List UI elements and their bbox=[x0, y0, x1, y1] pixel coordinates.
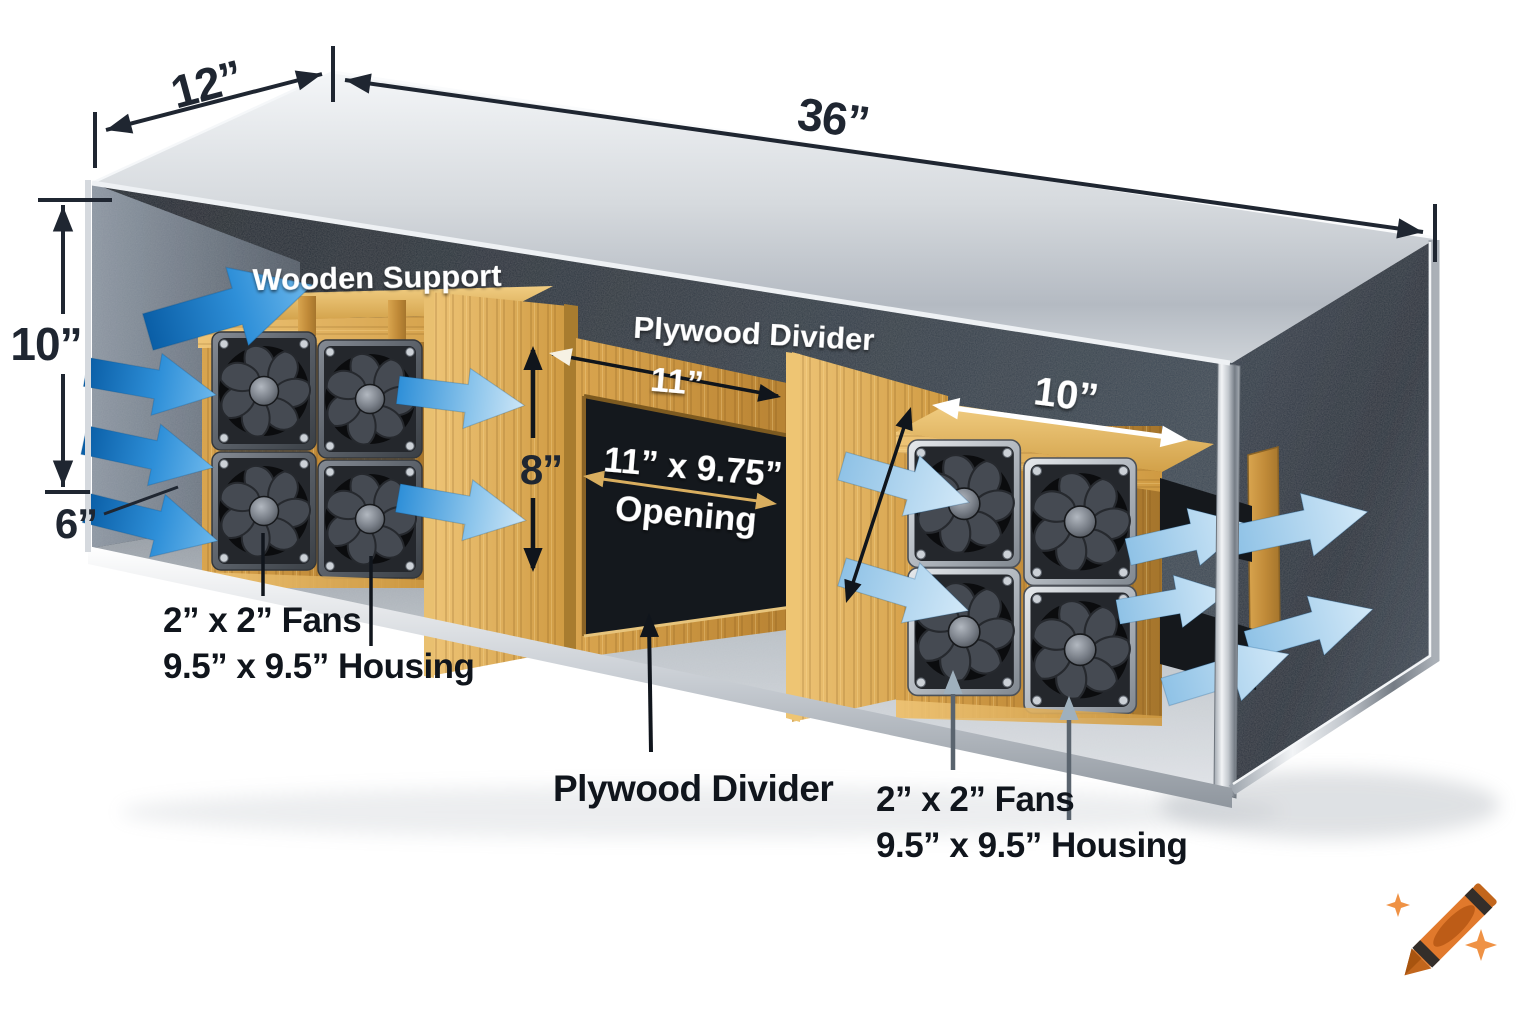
right-housing-label: 9.5” x 9.5” Housing bbox=[876, 826, 1187, 865]
crayon-logo bbox=[1386, 883, 1497, 976]
dim-height bbox=[38, 198, 112, 494]
plywood-divider-bottom-label: Plywood Divider bbox=[553, 768, 833, 809]
divider-opening bbox=[584, 396, 842, 636]
dim-opening-width-label: 11” bbox=[649, 361, 705, 403]
dim-inlet-leader bbox=[103, 485, 179, 516]
top-face bbox=[92, 72, 1437, 363]
leader-plywood-bottom bbox=[639, 612, 660, 753]
dim-depth bbox=[93, 46, 335, 168]
dim-opening-size-line bbox=[581, 467, 779, 513]
dim-opening-width bbox=[547, 344, 783, 406]
dim-outlet-gap-label: 10” bbox=[1031, 369, 1100, 421]
right-fans-label: 2” x 2” Fans bbox=[876, 780, 1074, 819]
dim-divider-diagonal bbox=[837, 404, 920, 606]
dim-inlet-label: 6” bbox=[55, 500, 97, 547]
dim-depth-label: 12” bbox=[165, 50, 247, 119]
dim-length-label: 36” bbox=[794, 87, 872, 148]
dim-length bbox=[343, 69, 1437, 262]
front-bottom-rail bbox=[88, 546, 1232, 808]
wooden-support-label: Wooden Support bbox=[252, 258, 502, 297]
leader-right-fans bbox=[943, 670, 963, 770]
dim-height-label: 10” bbox=[10, 318, 81, 370]
left-fans-label: 2” x 2” Fans bbox=[163, 601, 361, 640]
dim-divider-height-label: 8” bbox=[520, 446, 562, 493]
dim-outlet-gap bbox=[930, 394, 1190, 451]
dimension-annotations bbox=[38, 46, 1437, 820]
fan bbox=[211, 331, 317, 451]
left-housing-label: 9.5” x 9.5” Housing bbox=[163, 647, 474, 686]
right-fan-assembly bbox=[896, 404, 1256, 726]
sparkle-icon bbox=[1465, 929, 1497, 961]
sparkle-icon bbox=[1386, 893, 1410, 917]
dim-divider-height bbox=[523, 346, 543, 572]
fan bbox=[1023, 457, 1138, 587]
leader-right-housing bbox=[1059, 696, 1079, 820]
front-right-frame-bar bbox=[1213, 361, 1241, 799]
